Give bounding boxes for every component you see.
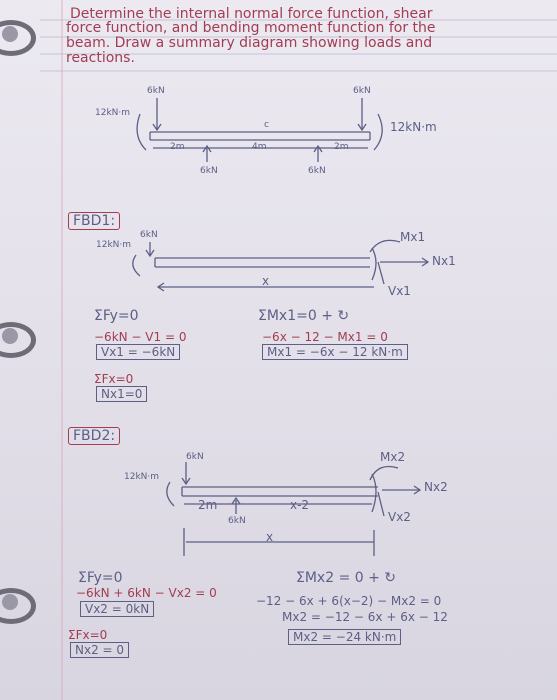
fbd2-m-result: Mx2 = −24 kN·m — [288, 629, 402, 645]
fbd2-fy-result: Vx2 = 0kN — [80, 601, 155, 617]
fbd1-fx-result: Nx1=0 — [96, 386, 148, 402]
summary-moment-right: 12kN·m — [390, 120, 437, 134]
summary-reaction-left: 6kN — [200, 166, 218, 176]
problem-line-2: force function, and bending moment funct… — [66, 20, 436, 36]
fbd1-x-label: x — [262, 274, 270, 288]
fbd1-normal-label: Nx1 — [432, 254, 456, 268]
fbd1-sum-fx: ΣFx=0 — [94, 372, 134, 386]
fbd1-fy-result: Vx1 = −6kN — [96, 344, 181, 360]
summary-point-c: c — [264, 120, 269, 130]
fbd2-dim-x2: x-2 — [290, 498, 310, 512]
problem-line-4: reactions. — [66, 50, 135, 66]
fbd1-moment: 12kN·m — [96, 240, 132, 250]
fbd1-m-result: Mx1 = −6x − 12 kN·m — [262, 344, 408, 360]
fbd2-x-label: x — [266, 530, 274, 544]
fbd2-fy-equation: −6kN + 6kN − Vx2 = 0 — [76, 586, 217, 600]
fbd1-shear-label: Vx1 — [388, 284, 411, 298]
binder-ring-top — [0, 20, 36, 56]
fbd1-m-equation: −6x − 12 − Mx1 = 0 — [262, 330, 388, 344]
summary-load-left: 6kN — [147, 86, 165, 96]
problem-line-3: beam. Draw a summary diagram showing loa… — [66, 35, 433, 51]
summary-moment-left: 12kN·m — [95, 108, 131, 118]
fbd1-label: FBD1: — [68, 212, 121, 230]
fbd2-moment-label: Mx2 — [380, 450, 406, 464]
fbd2-sum-m: ΣMx2 = 0 + ↻ — [296, 570, 397, 586]
fbd2-fx-result: Nx2 = 0 — [70, 642, 130, 658]
summary-dim-mid: 4m — [252, 142, 267, 152]
summary-reaction-right: 6kN — [308, 166, 326, 176]
fbd2-shear-label: Vx2 — [388, 510, 411, 524]
fbd1-sum-m: ΣMx1=0 + ↻ — [258, 308, 350, 324]
fbd2-reaction: 6kN — [228, 516, 246, 526]
fbd2-label: FBD2: — [68, 427, 121, 445]
binder-ring-bottom — [0, 588, 36, 624]
problem-line-1: Determine the internal normal force func… — [70, 6, 433, 22]
fbd2-load: 6kN — [186, 452, 204, 462]
fbd1-load: 6kN — [140, 230, 158, 240]
fbd2-sum-fx: ΣFx=0 — [68, 628, 108, 642]
fbd1-moment-label: Mx1 — [400, 230, 426, 244]
fbd2-m-equation-2: Mx2 = −12 − 6x + 6x − 12 — [282, 610, 448, 624]
fbd2-normal-label: Nx2 — [424, 480, 448, 494]
fbd2-moment: 12kN·m — [124, 472, 160, 482]
fbd2-sum-fy: ΣFy=0 — [78, 570, 123, 586]
summary-load-right: 6kN — [353, 86, 371, 96]
summary-dim-right: 2m — [334, 142, 349, 152]
summary-dim-left: 2m — [170, 142, 185, 152]
fbd2-dim-2m: 2m — [198, 498, 218, 512]
fbd1-sum-fy: ΣFy=0 — [94, 308, 139, 324]
binder-ring-middle — [0, 322, 36, 358]
fbd1-fy-equation: −6kN − V1 = 0 — [94, 330, 187, 344]
fbd2-m-equation: −12 − 6x + 6(x−2) − Mx2 = 0 — [256, 594, 442, 608]
